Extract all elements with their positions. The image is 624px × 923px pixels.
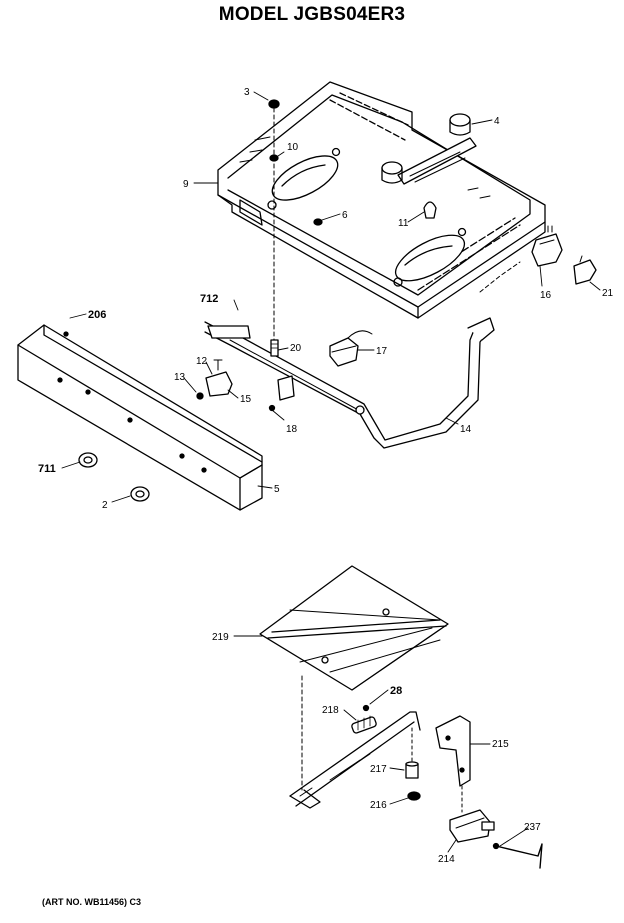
fitting-217: [405, 761, 419, 779]
callout-215: 215: [492, 739, 509, 750]
electrode-237: [492, 842, 543, 869]
callout-4: 4: [494, 116, 500, 127]
callout-6: 6: [342, 210, 348, 221]
callout-10: 10: [287, 142, 299, 153]
callout-3: 3: [244, 87, 250, 98]
page-title: MODEL JGBS04ER3: [218, 4, 406, 25]
callout-712: 712: [200, 293, 218, 305]
callout-12: 12: [196, 356, 208, 367]
nut-216: [407, 791, 421, 801]
callout-15: 15: [240, 394, 252, 405]
callout-21: 21: [602, 288, 614, 299]
control-panel-5: [17, 324, 263, 511]
igniter-214: [449, 809, 495, 843]
callout-237: 237: [524, 822, 541, 833]
callout-2: 2: [102, 500, 108, 511]
callout-214: 214: [438, 854, 455, 865]
callout-17: 17: [376, 346, 388, 357]
bracket-215: [435, 715, 471, 787]
art-number: (ART NO. WB11456) C3: [42, 897, 142, 907]
callout-11: 11: [398, 218, 409, 229]
callout-9: 9: [183, 179, 189, 190]
callout-16: 16: [540, 290, 552, 301]
callout-18: 18: [286, 424, 298, 435]
callout-13: 13: [174, 372, 186, 383]
manifold-bar-712: [207, 325, 363, 413]
clip-11: [423, 201, 437, 219]
callout-206: 206: [88, 309, 106, 321]
callout-219: 219: [212, 632, 229, 643]
callout-217: 217: [370, 764, 387, 775]
callout-28: 28: [390, 685, 402, 697]
orifice-218: [351, 715, 377, 734]
callout-20: 20: [290, 343, 302, 354]
callout-14: 14: [460, 424, 472, 435]
connector-21: [573, 255, 597, 285]
bracket: [277, 375, 365, 415]
nut-3: [268, 99, 280, 109]
leader-lines: [61, 91, 601, 853]
oven-baffle-219: [259, 565, 449, 691]
callout-711: 711: [38, 463, 56, 475]
screw-6: [313, 218, 323, 226]
switch-16: [531, 225, 563, 267]
fitting-20: [270, 339, 279, 357]
valve-15: [205, 359, 233, 397]
callout-216: 216: [370, 800, 387, 811]
grommet-2: [130, 486, 150, 502]
burner-pan: [217, 81, 546, 319]
screw-28: [362, 704, 370, 712]
valve-17: [329, 330, 373, 367]
grommet-711: [78, 452, 98, 468]
nut-13: [196, 392, 204, 400]
burner-valve-assembly: [381, 113, 477, 185]
manifold-pipe-14: [204, 261, 521, 449]
oven-burner-tube: [289, 711, 421, 809]
callout-218: 218: [322, 705, 339, 716]
callout-5: 5: [274, 484, 280, 495]
